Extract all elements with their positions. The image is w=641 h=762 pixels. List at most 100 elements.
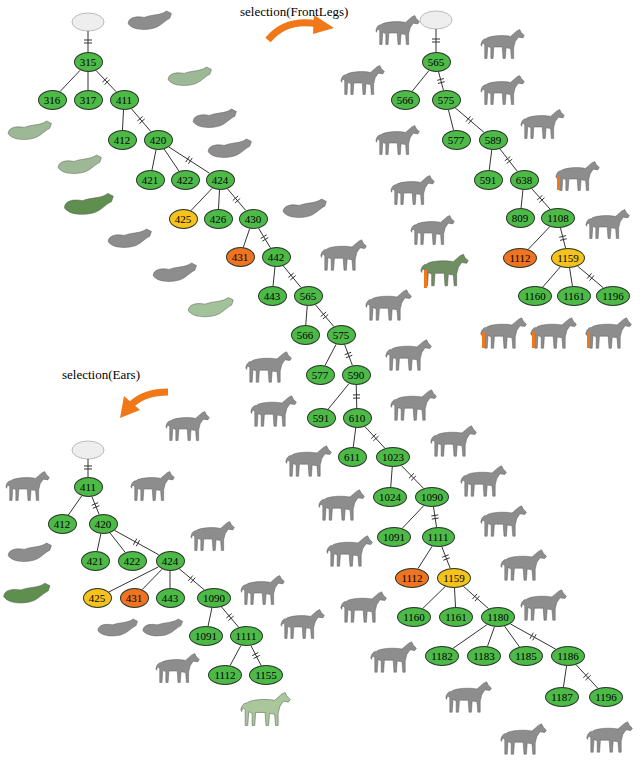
tree-node: 591 <box>307 408 336 428</box>
tree-node: 577 <box>306 365 335 385</box>
tree-node: 575 <box>432 90 461 110</box>
node-number: 1159 <box>443 573 465 584</box>
node-number: 1196 <box>602 291 624 302</box>
node-number: 1090 <box>203 593 225 604</box>
node-number: 443 <box>162 593 179 604</box>
tree-edge <box>391 467 393 487</box>
tree-node: 424 <box>206 170 235 190</box>
leg-highlight <box>424 176 590 348</box>
tree-node: 1159 <box>551 248 585 268</box>
tree-node: 1187 <box>545 687 579 707</box>
tree-edge <box>325 344 336 365</box>
tree-node: 422 <box>171 170 200 190</box>
node-number: 430 <box>245 214 262 225</box>
tree-node: 590 <box>342 365 371 385</box>
node-number: 1112 <box>509 253 530 264</box>
tree-edge <box>97 534 101 551</box>
root-ellipse <box>72 11 452 459</box>
tree-edge <box>510 624 555 649</box>
tree-edge <box>578 266 604 288</box>
tree-node: 1161 <box>557 286 591 306</box>
horse-thumbnail <box>6 16 632 755</box>
node-number: 1159 <box>557 253 579 264</box>
tree-node: 1155 <box>249 665 283 685</box>
tree-node: 411 <box>110 90 139 110</box>
tree-edge <box>353 428 355 447</box>
tree-node: 1185 <box>509 646 543 666</box>
tree-edge <box>96 70 116 91</box>
node-number: 412 <box>54 519 71 530</box>
tree-node: 1111 <box>422 527 455 547</box>
node-number: 610 <box>349 413 366 424</box>
node-number: 421 <box>87 556 104 567</box>
tree-node: 412 <box>48 514 77 534</box>
tree-node: 1186 <box>551 646 585 666</box>
tree-edge <box>448 110 453 130</box>
tree-edge <box>131 109 150 132</box>
node-number: 1183 <box>473 651 495 662</box>
tree-edge <box>418 546 432 568</box>
tree-node: 1182 <box>425 646 459 666</box>
tree-edge <box>315 305 333 327</box>
tree-edge <box>68 496 81 515</box>
node-number: 1024 <box>379 492 401 503</box>
tree-edge <box>191 188 212 210</box>
tree-edge <box>283 266 301 288</box>
node-number: 1108 <box>547 213 569 224</box>
tree-node: 1196 <box>596 286 630 306</box>
tree-edge <box>227 189 245 211</box>
tree-edge <box>328 384 349 410</box>
tree-node: 1112 <box>503 248 537 268</box>
tree-edge <box>563 666 566 687</box>
tree-node: 1196 <box>589 687 623 707</box>
tree-edge <box>345 345 353 366</box>
tree-edge <box>152 150 156 170</box>
tree-node: 1112 <box>208 665 242 685</box>
selection-arrow <box>120 15 334 418</box>
node-number: 425 <box>89 593 106 604</box>
tree-node: 1180 <box>481 607 515 627</box>
tree-node: 589 <box>479 130 508 150</box>
tree-edge <box>353 385 360 408</box>
node-number: 431 <box>126 593 143 604</box>
node-number: 575 <box>438 95 455 106</box>
tree-edge <box>454 588 456 607</box>
node-number: 1160 <box>524 291 546 302</box>
tree-node: 425 <box>169 209 198 229</box>
tree-edge <box>306 306 307 325</box>
tree-node: 420 <box>144 130 173 150</box>
node-number: 611 <box>344 452 360 463</box>
tree-edge <box>423 587 445 609</box>
tree-node: 317 <box>74 90 103 110</box>
tree-edge <box>243 229 249 248</box>
node-number: 317 <box>80 95 97 106</box>
tree-node: 1023 <box>376 447 410 467</box>
tree-node: 424 <box>156 551 185 571</box>
tree-node: 566 <box>391 90 420 110</box>
node-number: 426 <box>210 214 227 225</box>
tree-node: 425 <box>83 588 112 608</box>
tree-node: 610 <box>343 408 372 428</box>
tree-node: 1091 <box>189 626 223 646</box>
node-number: 1111 <box>428 532 449 543</box>
tree-edge <box>532 189 550 210</box>
node-number: 315 <box>80 57 97 68</box>
node-number: 1182 <box>431 651 453 662</box>
tree-edge <box>169 147 210 173</box>
tree-edge <box>122 110 123 130</box>
tree-node: 565 <box>422 52 451 72</box>
node-number: 420 <box>150 135 167 146</box>
tree-node: 430 <box>239 209 268 229</box>
tree-edge <box>365 426 385 448</box>
tree-edge <box>273 267 275 286</box>
node-number: 431 <box>232 252 249 263</box>
node-number: 1180 <box>487 612 509 623</box>
tree-node: 420 <box>89 514 118 534</box>
tree-node: 443 <box>156 588 185 608</box>
node-number: 1111 <box>236 631 257 642</box>
node-number: 1091 <box>383 532 405 543</box>
tree-node: 577 <box>442 130 471 150</box>
tree-node: 1111 <box>230 626 263 646</box>
tree-edge <box>576 665 598 688</box>
